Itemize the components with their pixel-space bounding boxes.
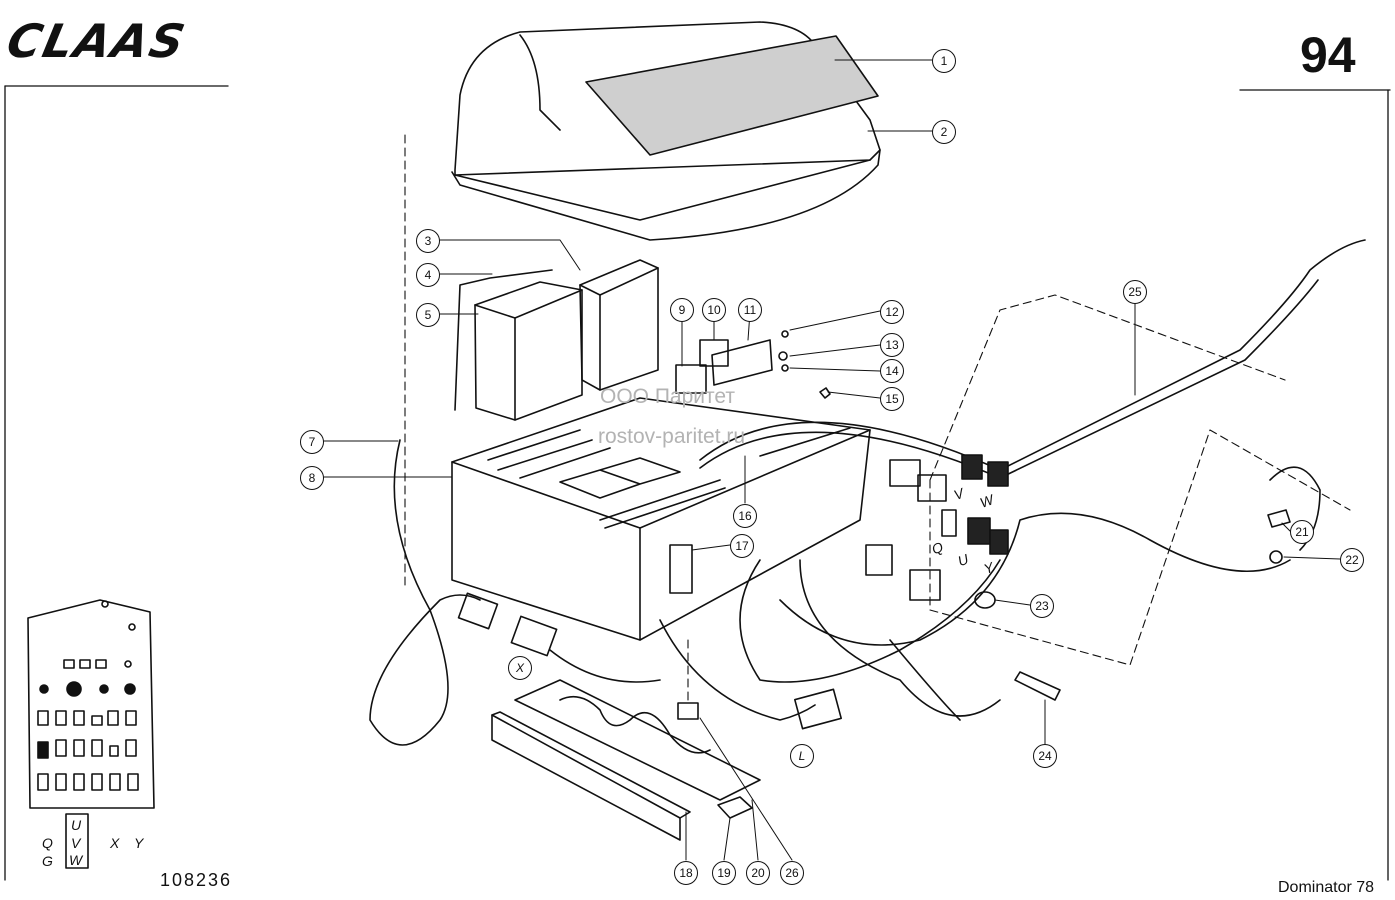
callout-2: 2 bbox=[932, 120, 956, 144]
callout-17: 17 bbox=[730, 534, 754, 558]
callout-12: 12 bbox=[880, 300, 904, 324]
callout-20: 20 bbox=[746, 861, 770, 885]
plug-q bbox=[941, 509, 957, 537]
connector-l bbox=[793, 688, 843, 730]
plug-u bbox=[967, 517, 991, 545]
callout-19: 19 bbox=[712, 861, 736, 885]
callout-18: 18 bbox=[674, 861, 698, 885]
callout-7: 7 bbox=[300, 430, 324, 454]
connector-label-l: L bbox=[790, 744, 814, 768]
watermark-company: ООО Паритет bbox=[600, 385, 736, 408]
callout-23: 23 bbox=[1030, 594, 1054, 618]
callout-25: 25 bbox=[1123, 280, 1147, 304]
sensor-24 bbox=[1014, 671, 1061, 701]
relay-26 bbox=[677, 702, 699, 720]
screw-12 bbox=[781, 330, 789, 338]
bracket-17 bbox=[669, 544, 693, 594]
switch-21 bbox=[1267, 509, 1291, 528]
page-number: 94 bbox=[1300, 27, 1356, 83]
assembly-guide-lines bbox=[404, 134, 1351, 701]
callout-3: 3 bbox=[416, 229, 440, 253]
legend-v: V bbox=[71, 835, 81, 851]
brand-logo: CLAAS bbox=[2, 14, 192, 68]
callout-4: 4 bbox=[416, 263, 440, 287]
cover-label bbox=[585, 35, 879, 156]
washer-13 bbox=[778, 351, 788, 361]
leader-lines bbox=[323, 59, 1341, 861]
legend-u: U bbox=[71, 817, 82, 833]
part-19 bbox=[717, 796, 753, 819]
grommet-23 bbox=[974, 591, 996, 609]
mounting-rail-20 bbox=[514, 679, 761, 801]
connector-x-plug bbox=[457, 592, 499, 630]
legend-y: Y bbox=[134, 835, 144, 851]
harness-plug-d bbox=[909, 569, 941, 601]
relay-module-5 bbox=[474, 281, 583, 421]
watermark-url: rostov-paritet.ru bbox=[598, 425, 746, 448]
relay-10 bbox=[699, 339, 729, 367]
relay-9 bbox=[675, 364, 707, 394]
plug-v bbox=[961, 454, 983, 480]
machine-model: Dominator 78 bbox=[1278, 879, 1375, 896]
legend-w: W bbox=[69, 852, 83, 868]
harness-plug-c bbox=[865, 544, 893, 576]
callout-13: 13 bbox=[880, 333, 904, 357]
plug-w bbox=[987, 461, 1009, 487]
connector-label-x: X bbox=[508, 656, 532, 680]
drawing-number: 108236 bbox=[160, 870, 233, 890]
callout-24: 24 bbox=[1033, 744, 1057, 768]
relay-module-3 bbox=[579, 259, 659, 391]
callout-5: 5 bbox=[416, 303, 440, 327]
clip-15 bbox=[819, 387, 831, 399]
nut-22 bbox=[1269, 550, 1283, 564]
callout-21: 21 bbox=[1290, 520, 1314, 544]
plug-y bbox=[989, 529, 1009, 555]
callout-15: 15 bbox=[880, 387, 904, 411]
board-11 bbox=[711, 339, 773, 386]
legend-q: Q bbox=[42, 835, 53, 851]
connector-x bbox=[510, 615, 558, 657]
mounting-rail-18 bbox=[491, 711, 691, 841]
wire-clip-4 bbox=[454, 269, 553, 411]
nut-14 bbox=[781, 364, 789, 372]
callout-14: 14 bbox=[880, 359, 904, 383]
harness-plug-b bbox=[917, 474, 947, 502]
legend-x: X bbox=[110, 835, 120, 851]
callout-22: 22 bbox=[1340, 548, 1364, 572]
legend-g: G bbox=[42, 853, 53, 869]
callout-16: 16 bbox=[733, 504, 757, 528]
callout-9: 9 bbox=[670, 298, 694, 322]
callout-8: 8 bbox=[300, 466, 324, 490]
callout-11: 11 bbox=[738, 298, 762, 322]
panel-layout-view bbox=[27, 599, 155, 869]
callout-10: 10 bbox=[702, 298, 726, 322]
callout-1: 1 bbox=[932, 49, 956, 73]
harness-plug-a bbox=[889, 459, 921, 487]
callout-26: 26 bbox=[780, 861, 804, 885]
